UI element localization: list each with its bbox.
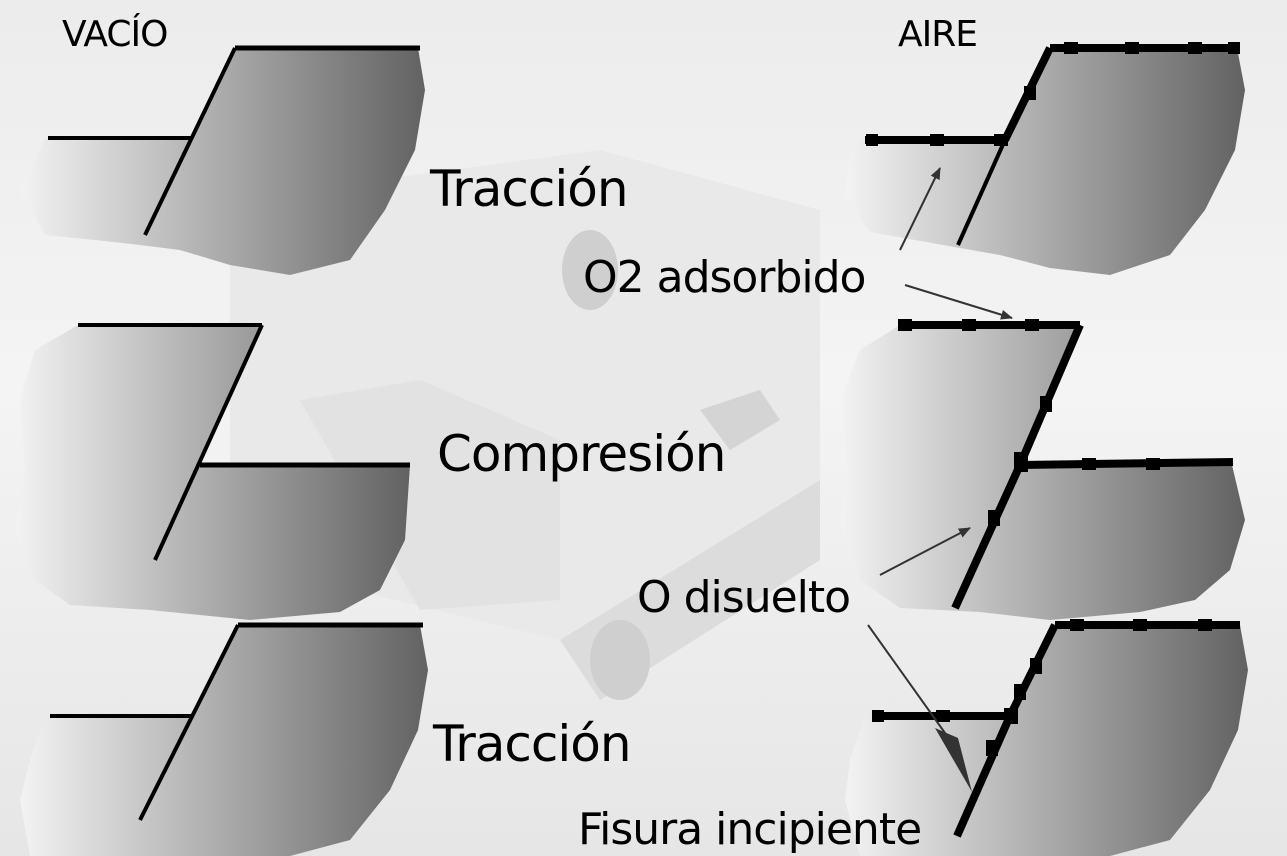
callout-arrows — [867, 167, 1013, 792]
crack-arrowhead — [935, 728, 972, 792]
phase-label-3: Tracción — [433, 715, 632, 773]
vacuum-block-row1 — [20, 45, 425, 275]
vacuum-block-row3 — [20, 622, 428, 856]
vacuum-block-row2 — [15, 323, 410, 620]
air-block-row1 — [845, 42, 1245, 275]
phase-label-1: Tracción — [430, 160, 629, 218]
column-title-air: AIRE — [898, 14, 978, 55]
air-block-row2 — [840, 319, 1245, 620]
callout-incipient-crack: Fisura incipiente — [578, 804, 922, 855]
callout-adsorbed-oxygen: O2 adsorbido — [583, 252, 866, 303]
callout-dissolved-oxygen: O disuelto — [637, 572, 851, 623]
air-block-row3 — [845, 619, 1248, 856]
column-title-vacuum: VACÍO — [62, 14, 168, 55]
phase-label-2: Compresión — [437, 425, 726, 483]
